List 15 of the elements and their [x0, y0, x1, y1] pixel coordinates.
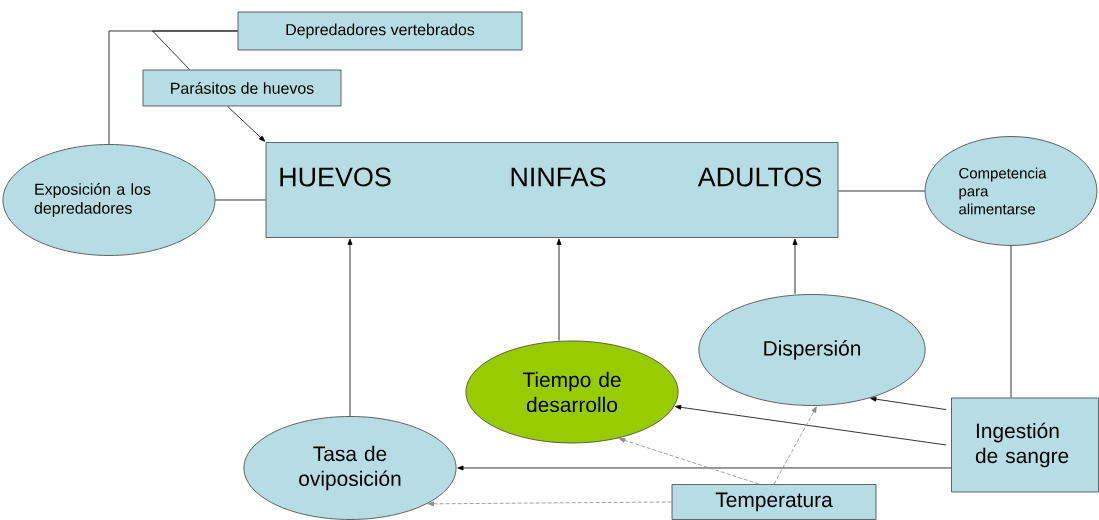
arrow: [792, 238, 798, 295]
arrow: [457, 465, 952, 471]
arrow: [773, 406, 817, 485]
arrow: [870, 396, 947, 410]
label-box: Parásitos de huevos: [142, 69, 342, 107]
arrow: [347, 238, 353, 417]
factor-box: Temperatura: [671, 484, 877, 520]
arrow: [619, 438, 760, 485]
factor-box: Ingestión de sangre: [951, 397, 1099, 493]
label-box: Depredadores vertebrados: [237, 11, 523, 51]
arrow: [227, 106, 266, 142]
arrow: [675, 404, 947, 446]
stage-box: HUEVOS NINFAS ADULTOS: [265, 142, 839, 238]
arrow: [556, 238, 562, 341]
arrow: [427, 501, 672, 507]
